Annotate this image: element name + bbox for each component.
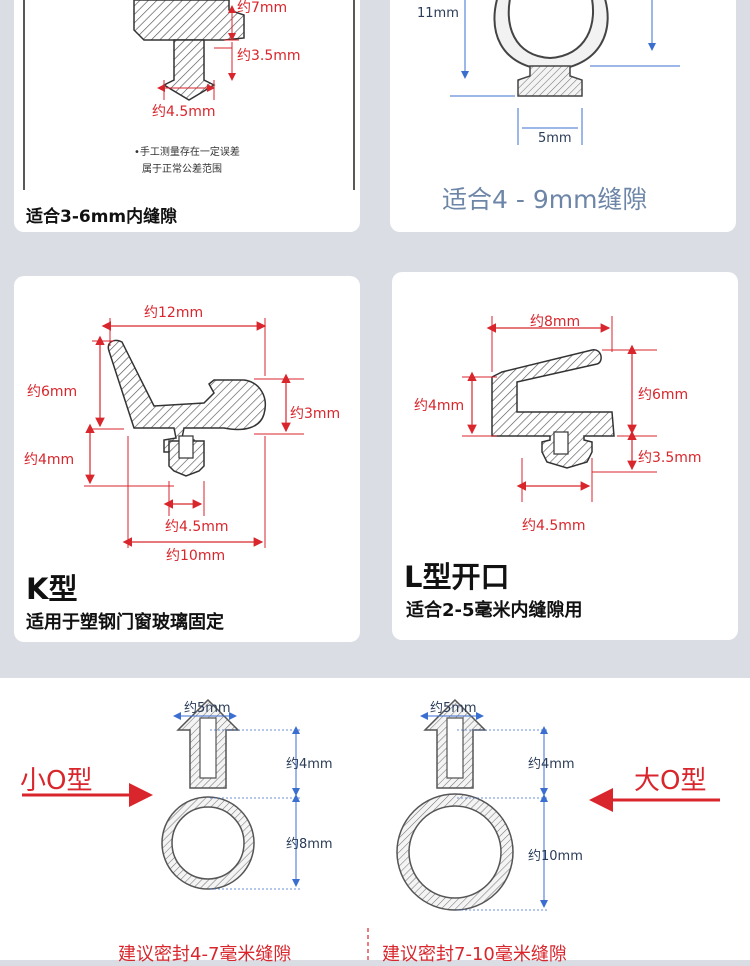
o-type-diagram: 约5mm 约4mm 约8mm 约5mm 约4mm 约10mm bbox=[22, 698, 720, 960]
dim-right-top-label: 约6mm bbox=[638, 387, 688, 403]
large-o-top-width: 约5mm bbox=[430, 701, 477, 716]
dim-bottom-label: 约4.5mm bbox=[522, 518, 586, 534]
card-seal-4-9mm: 11mm 5mm 适合4 - 9mm缝隙 bbox=[390, 0, 736, 232]
dim-base-label: 约10mm bbox=[166, 548, 225, 564]
card-caption: 适合4 - 9mm缝隙 bbox=[442, 185, 648, 214]
type-title: K型 bbox=[26, 572, 78, 606]
measurement-note-1: •手工测量存在一定误差 bbox=[134, 145, 240, 158]
dim-bottom-label: 约4.5mm bbox=[152, 104, 216, 120]
large-o-label: 大O型 bbox=[634, 766, 707, 796]
l-profile-shape bbox=[491, 349, 615, 469]
dim-right-bottom-label: 约3.5mm bbox=[638, 450, 702, 466]
large-o-caption: 建议密封7-10毫米缝隙 bbox=[382, 944, 567, 965]
k-profile-shape bbox=[107, 339, 266, 453]
small-o-label: 小O型 bbox=[20, 766, 93, 796]
profile-diagram-1: 约7mm 约3.5mm 约4.5mm •手工测量存在一定误差 属于正常公差范围 bbox=[23, 0, 355, 190]
dim-top-label: 约12mm bbox=[144, 305, 203, 321]
type-subtitle: 适合2-5毫米内缝隙用 bbox=[406, 600, 583, 621]
large-o-profile bbox=[396, 698, 514, 911]
card-seal-3-6mm: 约7mm 约3.5mm 约4.5mm •手工测量存在一定误差 属于正常公差范围 … bbox=[14, 0, 360, 232]
profile-diagram-2: 11mm 5mm bbox=[417, 0, 680, 146]
dim-mid-label: 约3.5mm bbox=[237, 48, 301, 64]
type-title: L型开口 bbox=[404, 560, 510, 594]
dim-top-label: 约8mm bbox=[530, 314, 580, 330]
dim-height-label: 11mm bbox=[417, 6, 459, 21]
small-o-caption: 建议密封4-7毫米缝隙 bbox=[118, 944, 292, 965]
dim-right-label: 约3mm bbox=[290, 406, 340, 422]
profile-diagram-k: 约12mm 约6mm 约3mm 约4mm 约4.5mm 约10mm bbox=[24, 305, 340, 564]
card-caption: 适合3-6mm内缝隙 bbox=[26, 207, 178, 227]
o-type-panel: 约5mm 约4mm 约8mm 约5mm 约4mm 约10mm 小O型 大O型 建… bbox=[0, 678, 750, 965]
dim-width-label: 5mm bbox=[538, 131, 572, 146]
large-o-ring-height: 约10mm bbox=[528, 849, 583, 864]
profile-diagram-l: 约8mm 约4mm 约6mm 约3.5mm 约4.5mm bbox=[414, 314, 702, 534]
small-o-head-height: 约4mm bbox=[286, 757, 333, 772]
profile-shape bbox=[133, 0, 245, 41]
small-o-top-width: 约5mm bbox=[184, 701, 231, 716]
small-o-ring-height: 约8mm bbox=[286, 837, 333, 852]
dim-left-bottom-label: 约4mm bbox=[24, 452, 74, 468]
dim-top-label: 约7mm bbox=[237, 0, 287, 16]
dim-inner-label: 约4.5mm bbox=[165, 519, 229, 535]
type-subtitle: 适用于塑钢门窗玻璃固定 bbox=[26, 612, 224, 633]
small-o-profile bbox=[161, 698, 255, 890]
measurement-note-2: 属于正常公差范围 bbox=[142, 162, 222, 175]
card-l-type: 约8mm 约4mm 约6mm 约3.5mm 约4.5mm L型开口 适合2-5毫… bbox=[392, 272, 738, 640]
dim-left-label: 约4mm bbox=[414, 398, 464, 414]
large-o-head-height: 约4mm bbox=[528, 757, 575, 772]
card-k-type: 约12mm 约6mm 约3mm 约4mm 约4.5mm 约10mm K型 适用于… bbox=[14, 276, 360, 642]
dim-left-top-label: 约6mm bbox=[27, 384, 77, 400]
